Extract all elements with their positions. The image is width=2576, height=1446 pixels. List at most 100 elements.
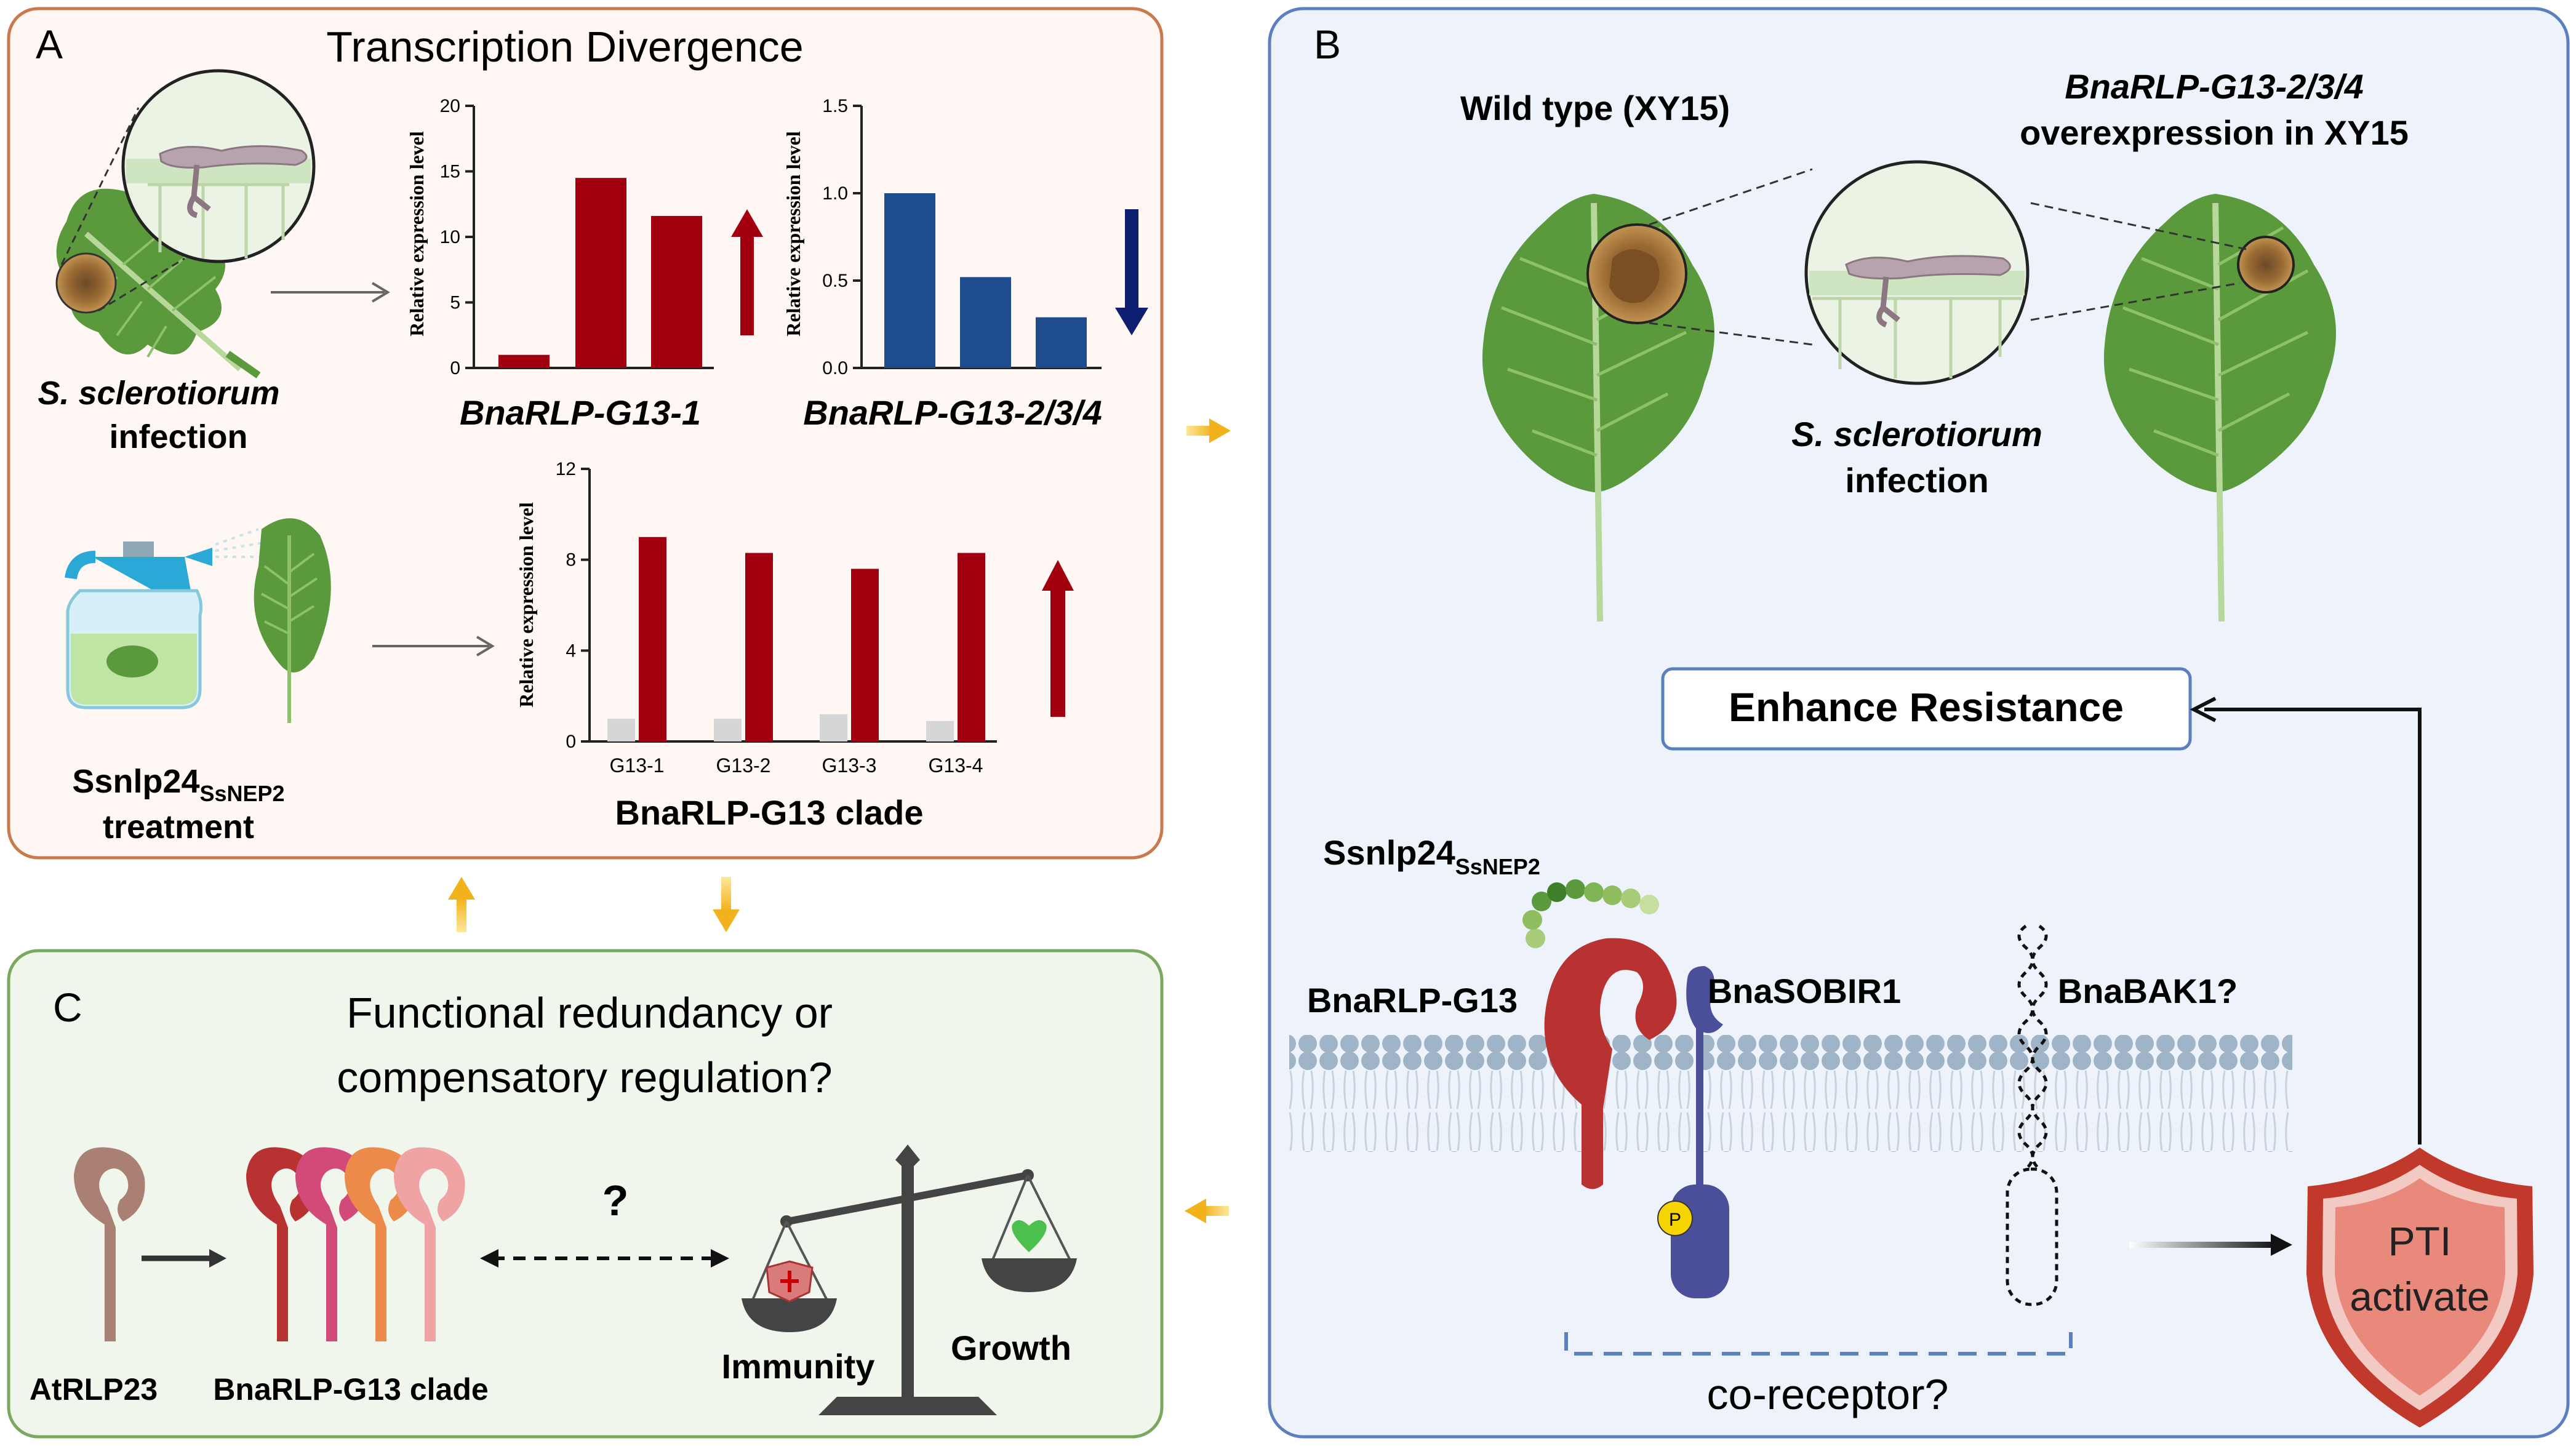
chart-3-bar-treated	[958, 553, 985, 741]
label-b-infection-species: S. sclerotiorum	[1791, 415, 2042, 453]
treatment-label-treatment: treatment	[103, 809, 254, 845]
panel-c-frame	[7, 949, 1164, 1439]
chart-3-category-label: G13-4	[929, 754, 983, 777]
label-bnarlp-g13: BnaRLP-G13	[1307, 981, 1518, 1020]
chart-3-ytick-label: 4	[566, 641, 576, 661]
chart-3-ylabel: Relative expression level	[515, 502, 537, 708]
chart-2-ytick-label: 0.0	[822, 358, 848, 378]
chart-1-bar	[498, 354, 550, 368]
chart-1-ytick-label: 10	[440, 227, 460, 247]
label-immunity: Immunity	[722, 1347, 875, 1386]
chart-1-bar	[651, 215, 702, 368]
chart-3-bar-control	[926, 721, 954, 741]
ligand-bead	[1584, 882, 1604, 902]
infection-label-species: S. sclerotiorum	[38, 375, 279, 412]
treatment-label-main: Ssnlp24	[72, 763, 199, 800]
chart-3-category-label: G13-1	[610, 754, 665, 777]
chart-1-up-arrow-shaft	[740, 234, 754, 335]
chart-3-category-label: G13-3	[822, 754, 877, 777]
chart-1-ytick-label: 20	[440, 96, 460, 116]
ligand-label: Ssnlp24SsNEP2	[1323, 833, 1540, 879]
chart-2-bar	[884, 193, 935, 368]
feedback-arrow	[2190, 697, 2422, 1144]
treatment-label-subscript: SsNEP2	[200, 781, 285, 806]
chart-1-up-arrow-head	[731, 209, 763, 237]
chart-3-up-arrow-head	[1042, 560, 1074, 591]
chart-3-bar-control	[820, 714, 847, 741]
infection-label-infection: infection	[110, 418, 248, 455]
chart-2-ytick-label: 1.0	[822, 183, 848, 204]
plasma-membrane	[1289, 1035, 2292, 1152]
balance-scale-icon	[742, 1144, 1077, 1415]
chart-3-bar-treated	[851, 569, 879, 741]
ligand-bead	[1602, 885, 1622, 905]
chart-3-bar-control	[714, 719, 742, 741]
dashed-double-arrow	[480, 1249, 729, 1268]
gold-arrow-a-to-c	[713, 877, 740, 932]
label-growth: Growth	[951, 1328, 1071, 1367]
bnasobir1-icon: P	[1657, 966, 1729, 1298]
ligand-bead	[1522, 910, 1542, 930]
chart-2-ytick-label: 1.5	[822, 96, 848, 116]
chart-3-ytick-label: 8	[566, 550, 576, 570]
clade-receptor-icon	[394, 1147, 465, 1341]
pti-label: PTI	[2388, 1218, 2452, 1264]
chart-2-ytick-label: 0.5	[822, 271, 848, 291]
chart-1-ytick-label: 0	[450, 358, 460, 378]
arrow-to-chart-1	[271, 282, 390, 303]
ligand-label-main: Ssnlp24	[1323, 833, 1455, 872]
pti-shield-icon	[2306, 1148, 2534, 1428]
ligand-bead	[1639, 895, 1659, 914]
chart-2-ylabel: Relative expression level	[782, 131, 804, 337]
phospho-label: P	[1669, 1210, 1681, 1230]
label-wild-type: Wild type (XY15)	[1460, 89, 1730, 127]
arrow-to-pti	[2129, 1234, 2292, 1256]
chart-1-title: BnaRLP-G13-1	[460, 393, 701, 432]
label-b-infection: infection	[1845, 461, 1988, 500]
overexpression-leaf	[2103, 194, 2336, 622]
label-bnarlp-g13-clade: BnaRLP-G13 clade	[213, 1372, 488, 1407]
magnified-infection-circle	[1649, 160, 2247, 385]
bnabak1-dashed-icon	[2006, 924, 2058, 1306]
chart-2-down-arrow-shaft	[1125, 209, 1138, 311]
treated-leaf-illustration	[254, 518, 331, 723]
pti-activate-label: activate	[2350, 1274, 2489, 1319]
chart-3-title: BnaRLP-G13 clade	[615, 793, 923, 832]
chart-1: Relative expression level 0 5 10 15 20	[406, 96, 763, 378]
spray-bottle-illustration	[65, 528, 271, 709]
chart-3-ytick-label: 0	[566, 732, 576, 752]
label-overexpression-line: overexpression in XY15	[2020, 113, 2409, 152]
treatment-label: Ssnlp24SsNEP2	[72, 763, 284, 806]
enhance-resistance-box	[1661, 667, 2192, 751]
ligand-bead	[1547, 882, 1567, 902]
chart-2-bar	[960, 277, 1011, 368]
atrlp23-receptor-icon	[74, 1147, 145, 1341]
chart-3-category-label: G13-2	[716, 754, 771, 777]
ssnlp24-ligand-icon	[1522, 879, 1659, 948]
panel-c-question-mark: ?	[602, 1176, 629, 1224]
ligand-bead	[1526, 929, 1545, 948]
chart-1-ytick-label: 5	[450, 293, 460, 313]
chart-3-bar-control	[607, 719, 635, 741]
coreceptor-bracket	[1564, 1332, 2073, 1356]
chart-2: Relative expression level 0.0 0.5 1.0 1.5	[782, 96, 1148, 378]
chart-3-up-arrow-shaft	[1050, 588, 1065, 717]
chart-2-title: BnaRLP-G13-2/3/4	[803, 393, 1102, 432]
chart-2-bar	[1036, 317, 1087, 368]
label-coreceptor: co-receptor?	[1707, 1370, 1949, 1418]
gold-arrow-b-to-c	[1185, 1199, 1229, 1223]
chart-2-down-arrow-head	[1115, 308, 1148, 335]
ligand-label-subscript: SsNEP2	[1455, 854, 1540, 879]
chart-1-ylabel: Relative expression level	[406, 131, 428, 337]
label-bnabak1: BnaBAK1?	[2058, 972, 2238, 1010]
chart-1-bar	[575, 178, 626, 368]
gold-arrow-c-to-a	[448, 877, 475, 932]
ligand-bead	[1566, 879, 1585, 899]
wild-type-leaf	[1482, 194, 1714, 622]
infected-leaf-illustration	[55, 69, 316, 378]
chart-1-ytick-label: 15	[440, 162, 460, 182]
panel-c-question-line2: compensatory regulation?	[337, 1053, 832, 1101]
chart-3-bar-treated	[745, 553, 773, 741]
